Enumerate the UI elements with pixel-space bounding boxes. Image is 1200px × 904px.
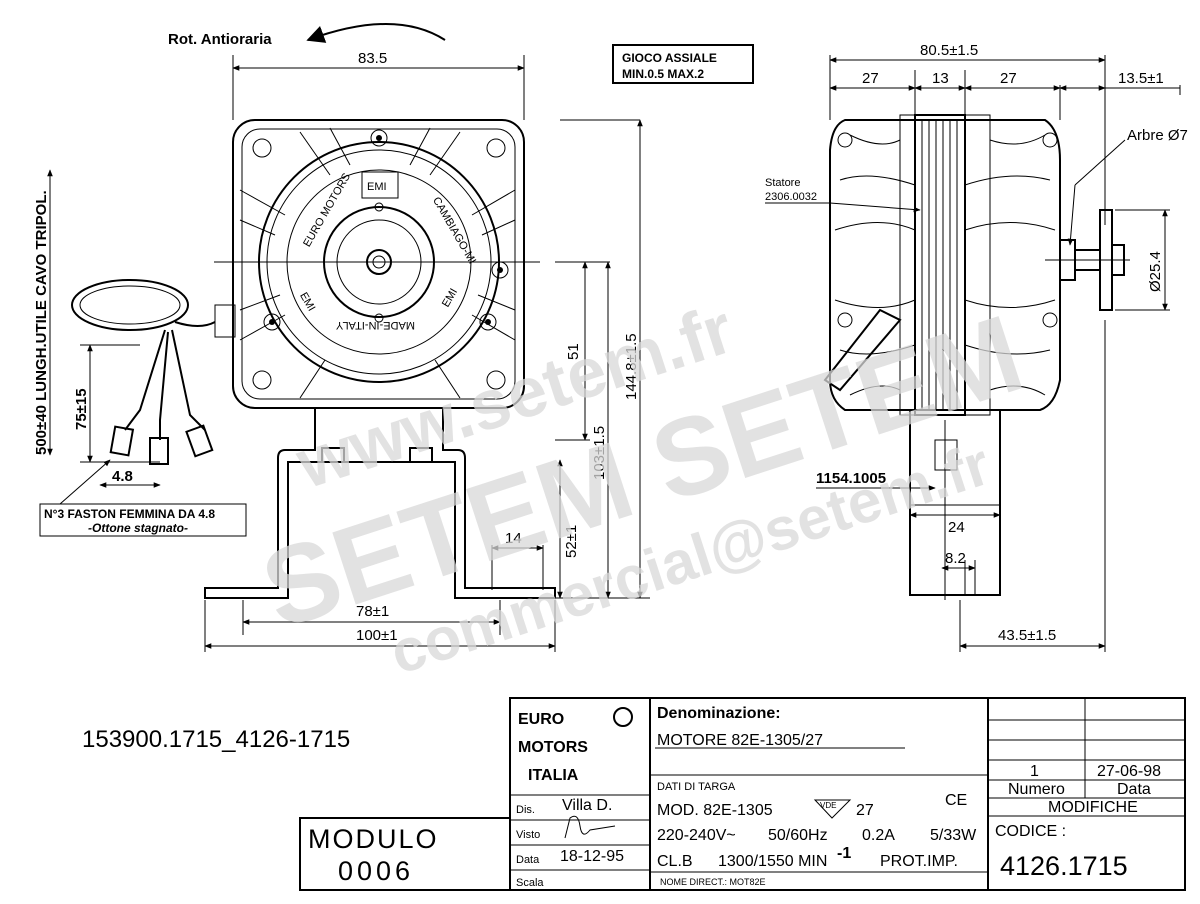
shaft-label: Arbre Ø7 <box>1127 127 1188 144</box>
dim-27-left: 27 <box>862 70 879 87</box>
stator-code: 2306.0032 <box>765 191 817 203</box>
codice-value: 4126.1715 <box>1000 851 1128 881</box>
dim-13-5: 13.5±1 <box>1118 70 1164 87</box>
rotation-arrow <box>306 23 446 43</box>
dim-83-5: 83.5 <box>358 50 387 67</box>
mod-prefix: MOD. 82E-1305 <box>657 802 773 819</box>
signature <box>564 815 616 839</box>
fan-icon <box>613 707 633 727</box>
logo-motors: MOTORS <box>518 739 588 756</box>
elec-power: 5/33W <box>930 827 977 844</box>
arc-cambiago: CAMBIAGO-MI <box>430 195 478 266</box>
dim-13: 13 <box>932 70 949 87</box>
dim-78: 78±1 <box>356 603 389 620</box>
logo-italia: ITALIA <box>528 767 579 784</box>
brand-emi-top: EMI <box>367 181 387 193</box>
modulo-number: 0006 <box>338 856 414 886</box>
side-bracket <box>909 409 1001 596</box>
dati-label: DATI DI TARGA <box>657 781 736 793</box>
drawing-reference: 153900.1715_4126-1715 <box>82 726 351 753</box>
faston-label: N°3 FASTON FEMMINA DA 4.8 <box>44 507 215 521</box>
visto-label: Visto <box>516 829 540 841</box>
dim-144-8: 144.8±1.5 <box>623 333 640 400</box>
modulo-label: MODULO <box>308 824 439 854</box>
axial-play-line1: GIOCO ASSIALE <box>622 51 717 65</box>
dim-80-5: 80.5±1.5 <box>920 42 978 59</box>
dim-14: 14 <box>505 530 522 547</box>
dim-103: 103±1.5 <box>591 426 608 480</box>
vde-mark: VDE <box>820 801 836 810</box>
dim-52: 52±1 <box>563 525 580 558</box>
numero-label: Numero <box>1008 781 1065 798</box>
side-housing <box>829 119 1061 411</box>
codice-label: CODICE : <box>995 823 1066 840</box>
dim-51: 51 <box>565 343 582 360</box>
cl-prot: PROT.IMP. <box>880 853 958 870</box>
motor-frame <box>232 119 525 409</box>
arc-made-in-italy: MADE-IN-ITALY <box>335 319 415 331</box>
ce-mark: CE <box>945 792 967 809</box>
scala-label: Scala <box>516 877 544 889</box>
denominazione-value: MOTORE 82E-1305/27 <box>657 732 823 749</box>
rotation-label: Rot. Antioraria <box>168 31 272 48</box>
data-value: 18-12-95 <box>560 848 624 865</box>
logo-euro: EURO <box>518 711 564 728</box>
data-label: Data <box>516 854 540 866</box>
rev-number: 1 <box>1030 763 1039 780</box>
dim-8-2: 8.2 <box>945 550 966 567</box>
stator-label: Statore <box>765 177 800 189</box>
title-block: MODULO 0006 EURO MOTORS ITALIA Dis. Vill… <box>299 697 1186 891</box>
dim-100: 100±1 <box>356 627 398 644</box>
faston-sub-label: -Ottone stagnato- <box>88 521 188 535</box>
modifiche-label: MODIFICHE <box>1048 799 1138 816</box>
dis-value: Villa D. <box>562 797 612 814</box>
watermark: www.setem.fr SETEM SETEM commercial@sete… <box>248 289 1036 687</box>
dim-24: 24 <box>948 519 965 536</box>
cl-speed: 1300/1550 MIN <box>718 853 827 870</box>
brand-emi-right: EMI <box>440 286 460 309</box>
elec-current: 0.2A <box>862 827 895 844</box>
dim-25-4: Ø25.4 <box>1147 251 1164 292</box>
dis-label: Dis. <box>516 804 535 816</box>
side-view: 80.5±1.5 27 13 27 13.5±1 <box>765 42 1188 652</box>
cable-coil <box>71 279 216 465</box>
dim-43-5: 43.5±1.5 <box>998 627 1056 644</box>
dim-75: 75±15 <box>73 388 90 430</box>
cl-class: CL.B <box>657 853 693 870</box>
elec-voltage: 220-240V~ <box>657 827 736 844</box>
mod-suffix: 27 <box>856 802 874 819</box>
part-code: 1154.1005 <box>816 470 886 487</box>
mounting-bracket <box>204 408 556 599</box>
shaft-hub <box>1045 209 1130 311</box>
axial-play-line2: MIN.0.5 MAX.2 <box>622 67 704 81</box>
rev-date: 27-06-98 <box>1097 763 1161 780</box>
dim-4-8: 4.8 <box>112 468 133 485</box>
dim-27-right: 27 <box>1000 70 1017 87</box>
nome-direct: NOME DIRECT.: MOT82E <box>660 877 766 887</box>
cable-length-label: 500±40 LUNGH.UTILE CAVO TRIPOL. <box>33 190 50 455</box>
cl-speed-exp: -1 <box>837 845 851 862</box>
vde-triangle <box>813 799 852 819</box>
elec-freq: 50/60Hz <box>768 827 828 844</box>
denominazione-label: Denominazione: <box>657 705 781 722</box>
data-col-label: Data <box>1117 781 1151 798</box>
